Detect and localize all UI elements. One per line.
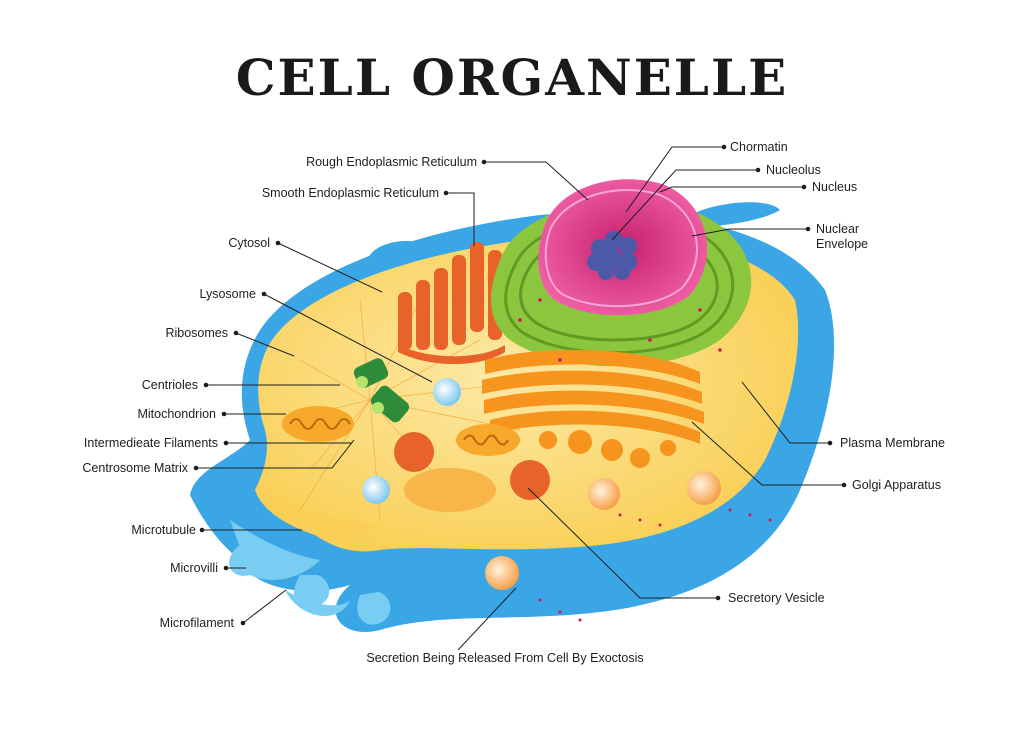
label-plasma-membrane: Plasma Membrane (840, 436, 945, 450)
mitochondrion (282, 406, 520, 512)
lysosome (362, 378, 461, 504)
label-nuclear-envelope-line2: Envelope (816, 237, 868, 251)
label-nucleus: Nucleus (812, 180, 857, 194)
leader-lines (193, 144, 847, 651)
smooth-endoplasmic-reticulum (398, 242, 505, 364)
label-lysosome: Lysosome (199, 287, 256, 301)
label-mitochondrion: Mitochondrion (137, 407, 216, 421)
label-nuclear-envelope-line1: Nuclear (816, 222, 859, 236)
label-microtubule: Microtubule (131, 523, 196, 537)
nucleus (538, 179, 708, 316)
secretory-vesicle (394, 432, 721, 590)
label-centrioles: Centrioles (142, 378, 198, 392)
label-nucleolus: Nucleolus (766, 163, 821, 177)
label-cytosol: Cytosol (228, 236, 270, 250)
label-smooth-er: Smooth Endoplasmic Reticulum (262, 186, 439, 200)
label-centrosome-matrix: Centrosome Matrix (82, 461, 188, 475)
label-golgi-apparatus: Golgi Apparatus (852, 478, 941, 492)
label-secretory-vesicle: Secretory Vesicle (728, 591, 825, 605)
golgi-apparatus (482, 349, 704, 468)
centrioles (353, 358, 410, 423)
label-chromatin: Chormatin (730, 140, 788, 154)
ribosomes (518, 298, 772, 622)
label-intermediate-filaments: Intermedieate Filaments (84, 436, 218, 450)
label-rough-er: Rough Endoplasmic Reticulum (306, 155, 477, 169)
label-exocytosis: Secretion Being Released From Cell By Ex… (366, 651, 643, 665)
label-microfilament: Microfilament (160, 616, 235, 630)
label-ribosomes: Ribosomes (165, 326, 228, 340)
label-microvilli: Microvilli (170, 561, 218, 575)
page-title: CELL ORGANELLE (235, 48, 789, 107)
nucleolus (587, 231, 637, 280)
